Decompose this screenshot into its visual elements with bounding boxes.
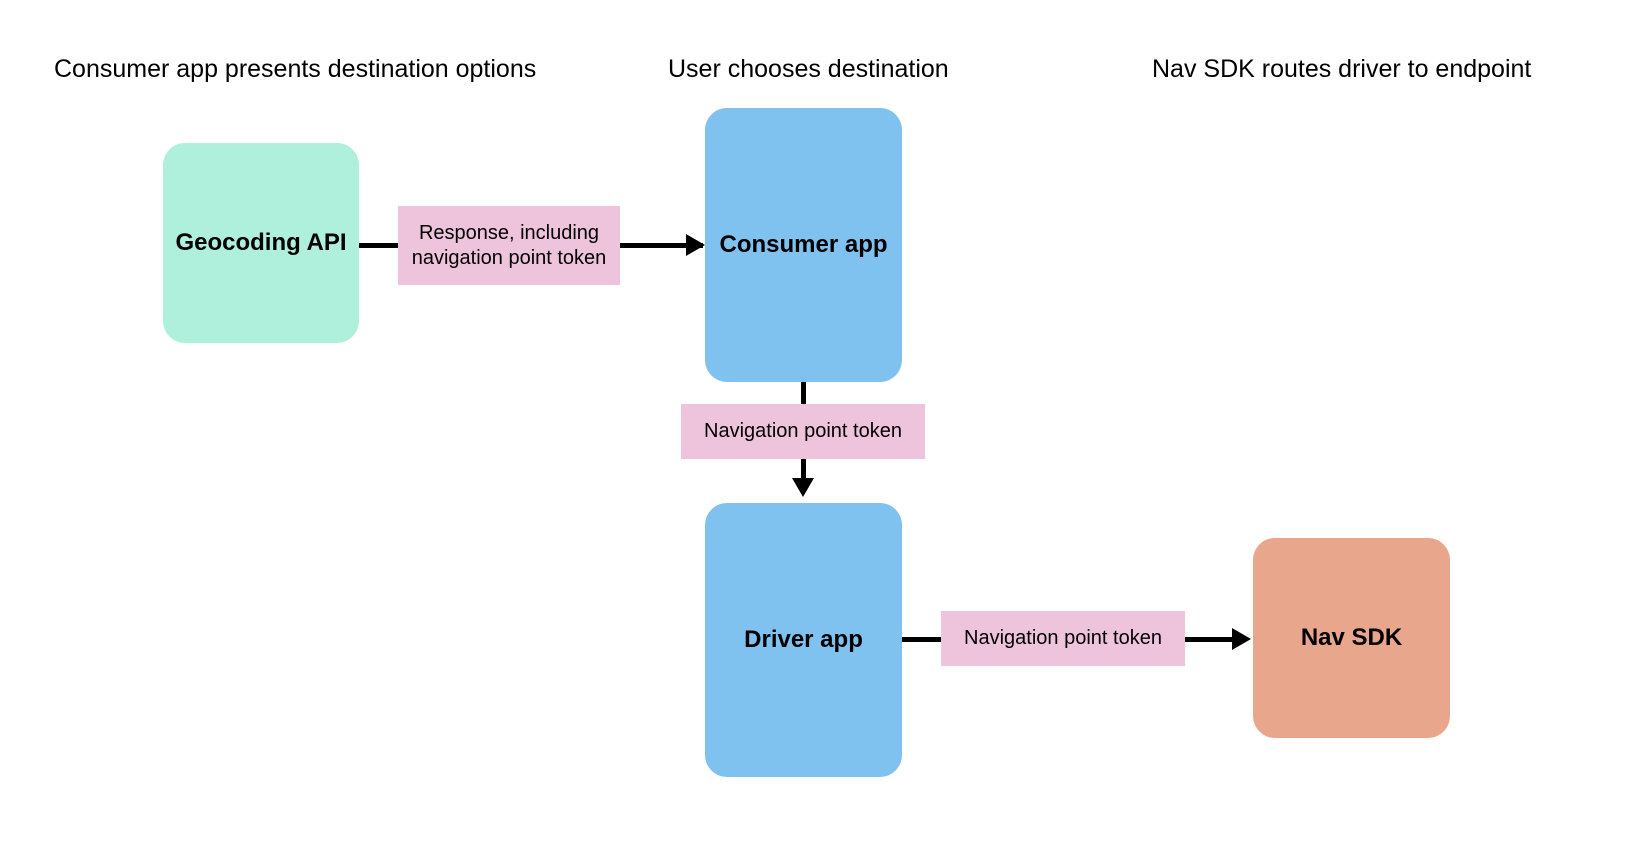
arrowhead-down-icon-consumer-to-driver bbox=[792, 478, 814, 497]
node-consumer-app[interactable]: Consumer app bbox=[705, 108, 902, 382]
edge-label-navigation-point-token-consumer-to-driver: Navigation point token bbox=[681, 404, 925, 459]
edge-label-navigation-point-token-driver-to-nav-sdk: Navigation point token bbox=[941, 611, 1185, 666]
column-header-user-chooses-destination: User chooses destination bbox=[668, 55, 949, 83]
node-nav-sdk[interactable]: Nav SDK bbox=[1253, 538, 1450, 738]
arrowhead-right-icon-driver-to-nav-sdk bbox=[1232, 628, 1251, 650]
node-label-driver-app: Driver app bbox=[744, 626, 863, 653]
edge-label-text-response: Response, including navigation point tok… bbox=[411, 221, 607, 269]
arrowhead-right-icon-geocoding-to-consumer bbox=[686, 234, 705, 256]
node-label-nav-sdk: Nav SDK bbox=[1300, 624, 1403, 651]
edge-label-text-navigation-point-token-bottom: Navigation point token bbox=[964, 627, 1162, 649]
column-header-consumer-app: Consumer app presents destination option… bbox=[54, 55, 537, 83]
node-label-geocoding-api: Geocoding API bbox=[175, 229, 347, 256]
node-driver-app[interactable]: Driver app bbox=[705, 503, 902, 777]
node-geocoding-api[interactable]: Geocoding API bbox=[163, 143, 359, 343]
edge-label-text-navigation-point-token-mid: Navigation point token bbox=[704, 420, 902, 442]
edge-label-response-including-navigation-point-token: Response, including navigation point tok… bbox=[398, 206, 620, 285]
node-label-consumer-app: Consumer app bbox=[719, 231, 888, 258]
column-header-nav-sdk-routes: Nav SDK routes driver to endpoint bbox=[1152, 55, 1532, 83]
